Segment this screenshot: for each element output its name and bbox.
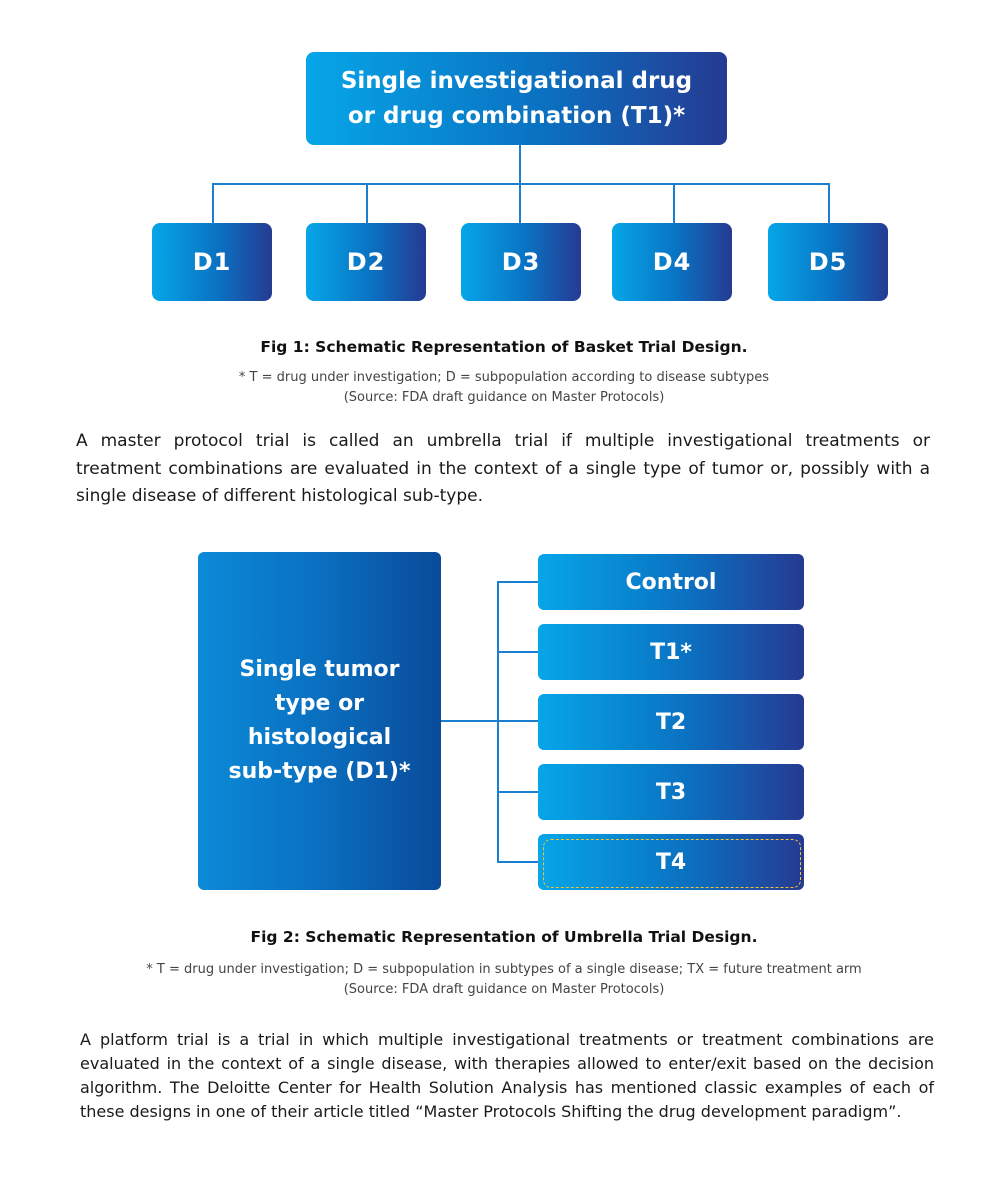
investigational-drug-box: Single investigational drug or drug comb…: [306, 52, 727, 145]
paragraph1-line-1: A master protocol trial is called an umb…: [76, 431, 930, 451]
connector-d3: [519, 183, 521, 223]
connector-t3: [497, 791, 538, 793]
subgroup-d3-box: D3: [461, 223, 581, 301]
arm-t4-box: T4: [538, 834, 804, 890]
connector-control: [497, 581, 538, 583]
fig2-caption: Fig 2: Schematic Representation of Umbre…: [250, 928, 758, 946]
connector-d4: [673, 183, 675, 223]
fig2-note-line-1: * T = drug under investigation; D = subp…: [146, 962, 862, 977]
paragraph2-line-3: algorithm. The Deloitte Center for Healt…: [80, 1078, 934, 1097]
fig1-note-line-1: * T = drug under investigation; D = subp…: [238, 370, 770, 385]
paragraph2-line-2: evaluated in the context of a single dis…: [80, 1054, 934, 1073]
arm-t3-box: T3: [538, 764, 804, 820]
arm-control-box: Control: [538, 554, 804, 610]
connector-t2: [497, 720, 538, 722]
connector-t1: [497, 651, 538, 653]
paragraph1-line-2: treatment combinations are evaluated in …: [76, 458, 930, 479]
paragraph1-line-3: single disease of different histological…: [76, 486, 483, 506]
paragraph2-line-1: A platform trial is a trial in which mul…: [80, 1030, 934, 1049]
single-tumor-line-3: histological: [247, 725, 392, 750]
subgroup-d1-box: D1: [152, 223, 272, 301]
subgroup-d4-box: D4: [612, 223, 732, 301]
connector-t4: [497, 861, 538, 863]
subgroup-d5-box: D5: [768, 223, 888, 301]
horizontal-connector: [212, 183, 830, 185]
single-tumor-line-4: sub-type (D1)*: [228, 759, 411, 784]
single-tumor-box: Single tumor type or histological sub-ty…: [198, 552, 441, 890]
arm-t2-box: T2: [538, 694, 804, 750]
single-tumor-line-2: type or: [274, 691, 365, 716]
fig1-note-line-2: (Source: FDA draft guidance on Master Pr…: [343, 390, 665, 405]
fig2-note: * T = drug under investigation; D = subp…: [0, 960, 1008, 1000]
single-tumor-line-1: Single tumor: [239, 657, 400, 682]
connector-d1: [212, 183, 214, 223]
fig1-caption: Fig 1: Schematic Representation of Baske…: [260, 338, 748, 356]
subgroup-d2-box: D2: [306, 223, 426, 301]
trunk-connector: [519, 145, 521, 184]
paragraph2-line-4: these designs in one of their article ti…: [80, 1102, 902, 1121]
fig2-note-line-2: (Source: FDA draft guidance on Master Pr…: [343, 982, 665, 997]
connector-d2: [366, 183, 368, 223]
connector-d5: [828, 183, 830, 223]
investigational-drug-line-2: or drug combination (T1)*: [347, 102, 686, 129]
investigational-drug-line-1: Single investigational drug: [340, 67, 693, 94]
umbrella-trial-paragraph: A master protocol trial is called an umb…: [76, 428, 930, 511]
arm-t1-box: T1*: [538, 624, 804, 680]
platform-trial-paragraph: A platform trial is a trial in which mul…: [80, 1028, 934, 1124]
fig1-note: * T = drug under investigation; D = subp…: [0, 368, 1008, 408]
stem-connector: [441, 720, 498, 722]
